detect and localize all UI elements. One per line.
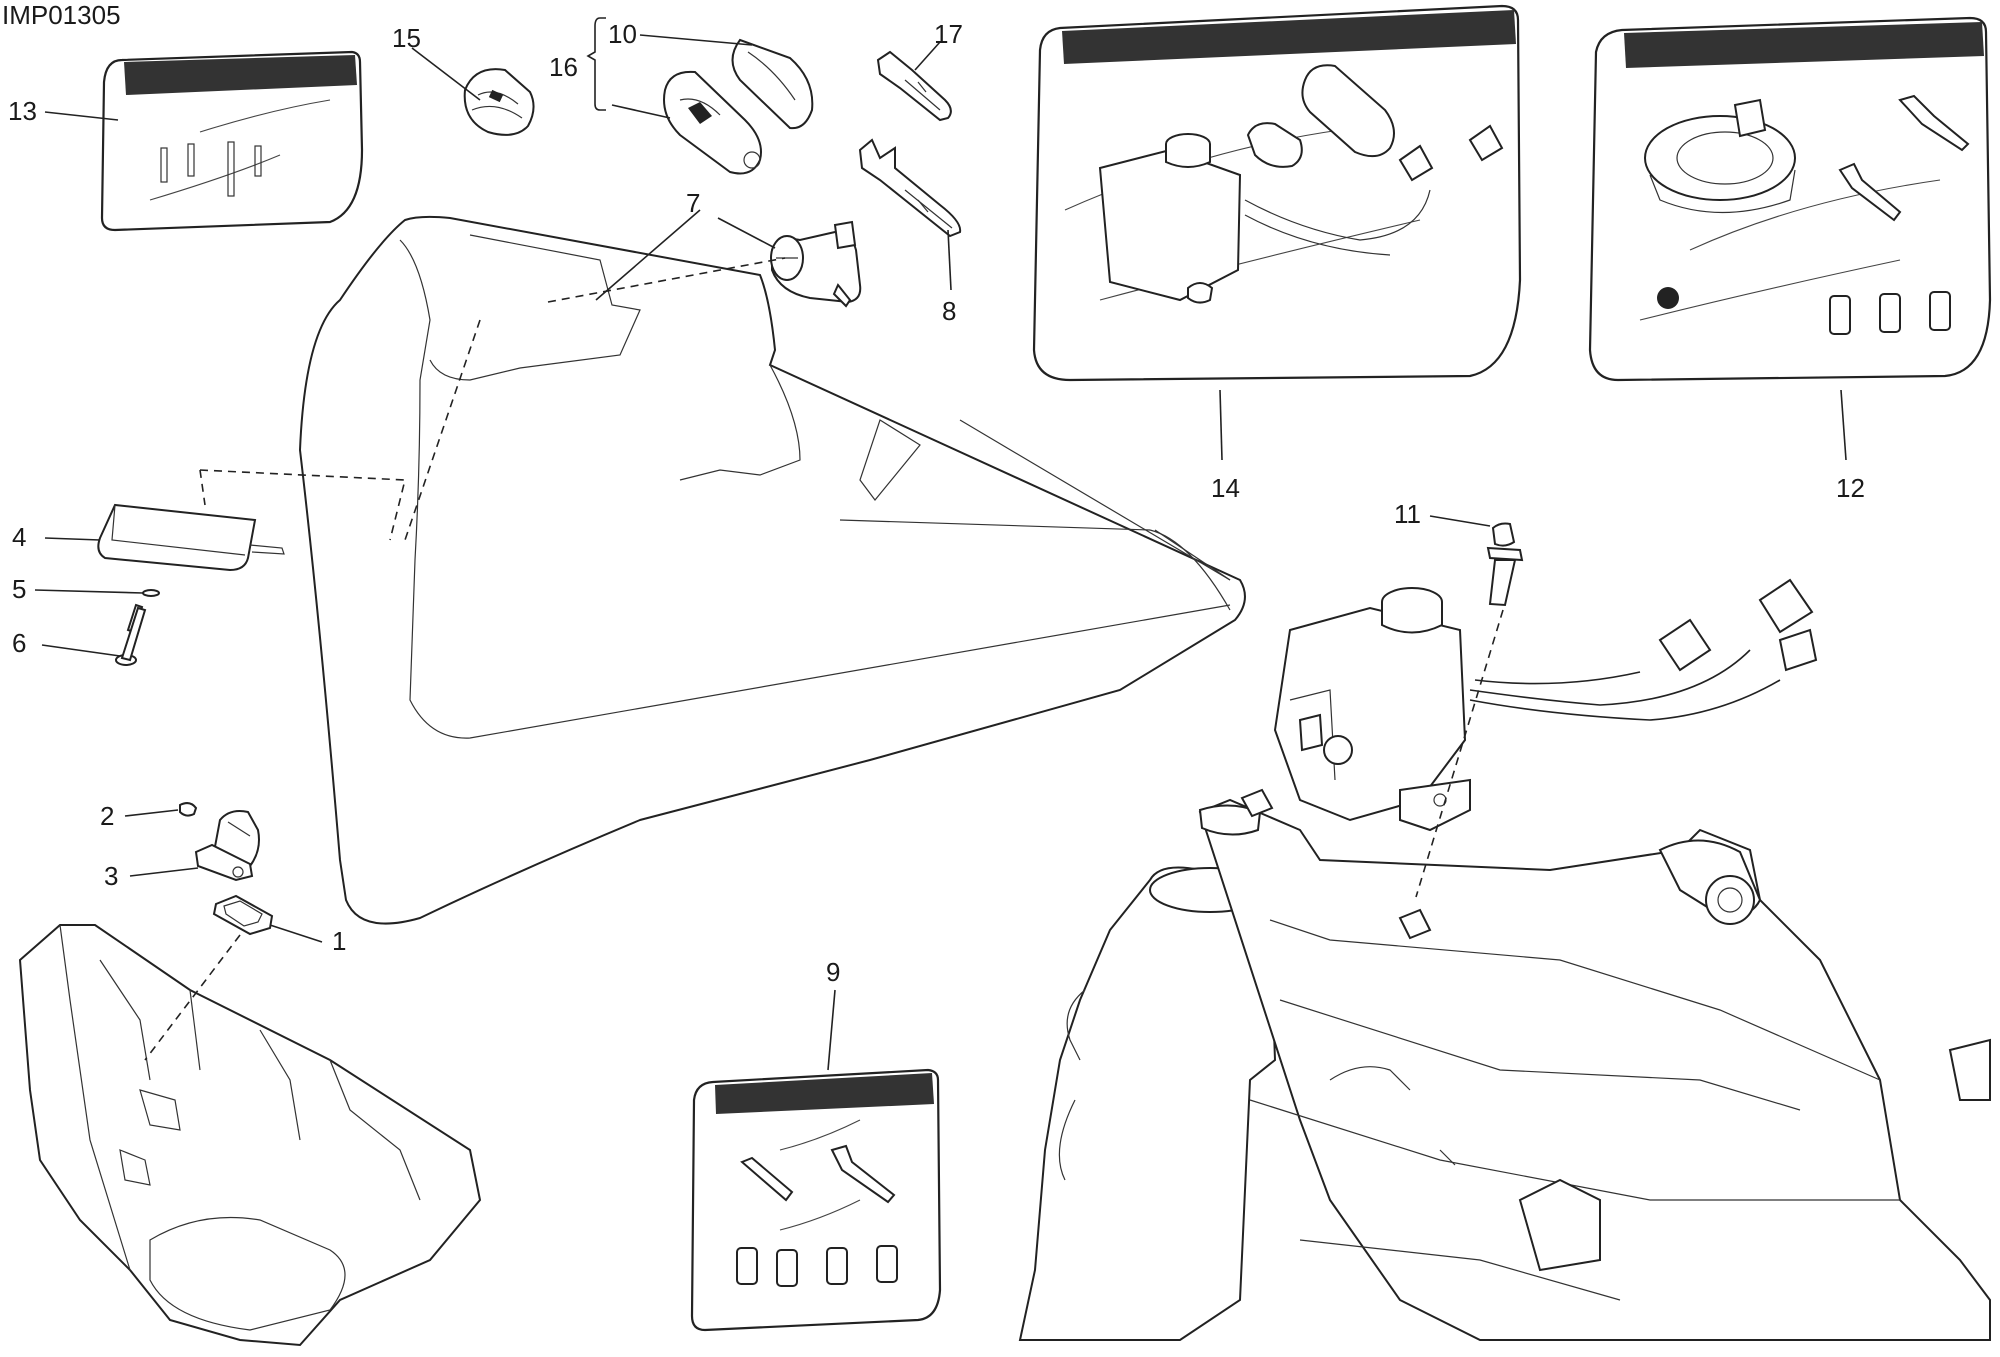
callout-9: 9 (826, 957, 840, 987)
kit-bag-9[interactable] (690, 1068, 942, 1332)
callout-4: 4 (12, 522, 26, 552)
callout-7: 7 (686, 188, 700, 218)
screw-6[interactable] (115, 603, 147, 666)
key-head-15[interactable] (463, 68, 535, 136)
callout-10: 10 (608, 19, 637, 49)
connector-3[interactable] (194, 810, 260, 882)
callout-8: 8 (942, 296, 956, 326)
callout-11: 11 (1394, 499, 1421, 529)
callout-13: 13 (8, 96, 37, 126)
kit-bag-13[interactable] (100, 50, 364, 232)
bag-12-cylinders (1829, 291, 1951, 335)
drawing-code: IMP01305 (2, 0, 121, 30)
callout-15: 15 (392, 23, 421, 53)
callout-12: 12 (1836, 473, 1865, 503)
motorcycle-frame (1018, 788, 1991, 1341)
cover-4[interactable] (97, 503, 285, 572)
ignition-switch[interactable] (1273, 578, 1818, 832)
callout-2: 2 (100, 801, 114, 831)
callout-16: 16 (549, 52, 578, 82)
bag-9-cylinders (736, 1245, 898, 1287)
bolt-11[interactable] (1486, 522, 1524, 607)
front-fairing (298, 215, 1246, 925)
kit-bag-14[interactable] (1032, 4, 1522, 382)
key-assembly-16[interactable] (663, 38, 814, 175)
blank-key-17[interactable] (876, 50, 952, 122)
kit-bag-12[interactable] (1588, 16, 1992, 382)
callout-6: 6 (12, 628, 26, 658)
screw-2[interactable] (179, 802, 198, 817)
callout-17: 17 (934, 19, 963, 49)
leader-lines (34, 17, 1847, 1071)
callout-1: 1 (332, 926, 346, 956)
callouts: 1 2 3 4 5 6 7 8 9 10 11 12 13 14 15 16 1… (8, 19, 1865, 987)
callout-5: 5 (12, 574, 26, 604)
lower-fairing (18, 924, 482, 1347)
gasket-1[interactable] (212, 894, 274, 936)
washer-5[interactable] (142, 589, 160, 597)
key-blank-8[interactable] (858, 138, 962, 238)
assembly-lines (144, 257, 1504, 1061)
callout-14: 14 (1211, 473, 1240, 503)
lock-cylinder-7[interactable] (770, 220, 862, 308)
callout-3: 3 (104, 861, 118, 891)
